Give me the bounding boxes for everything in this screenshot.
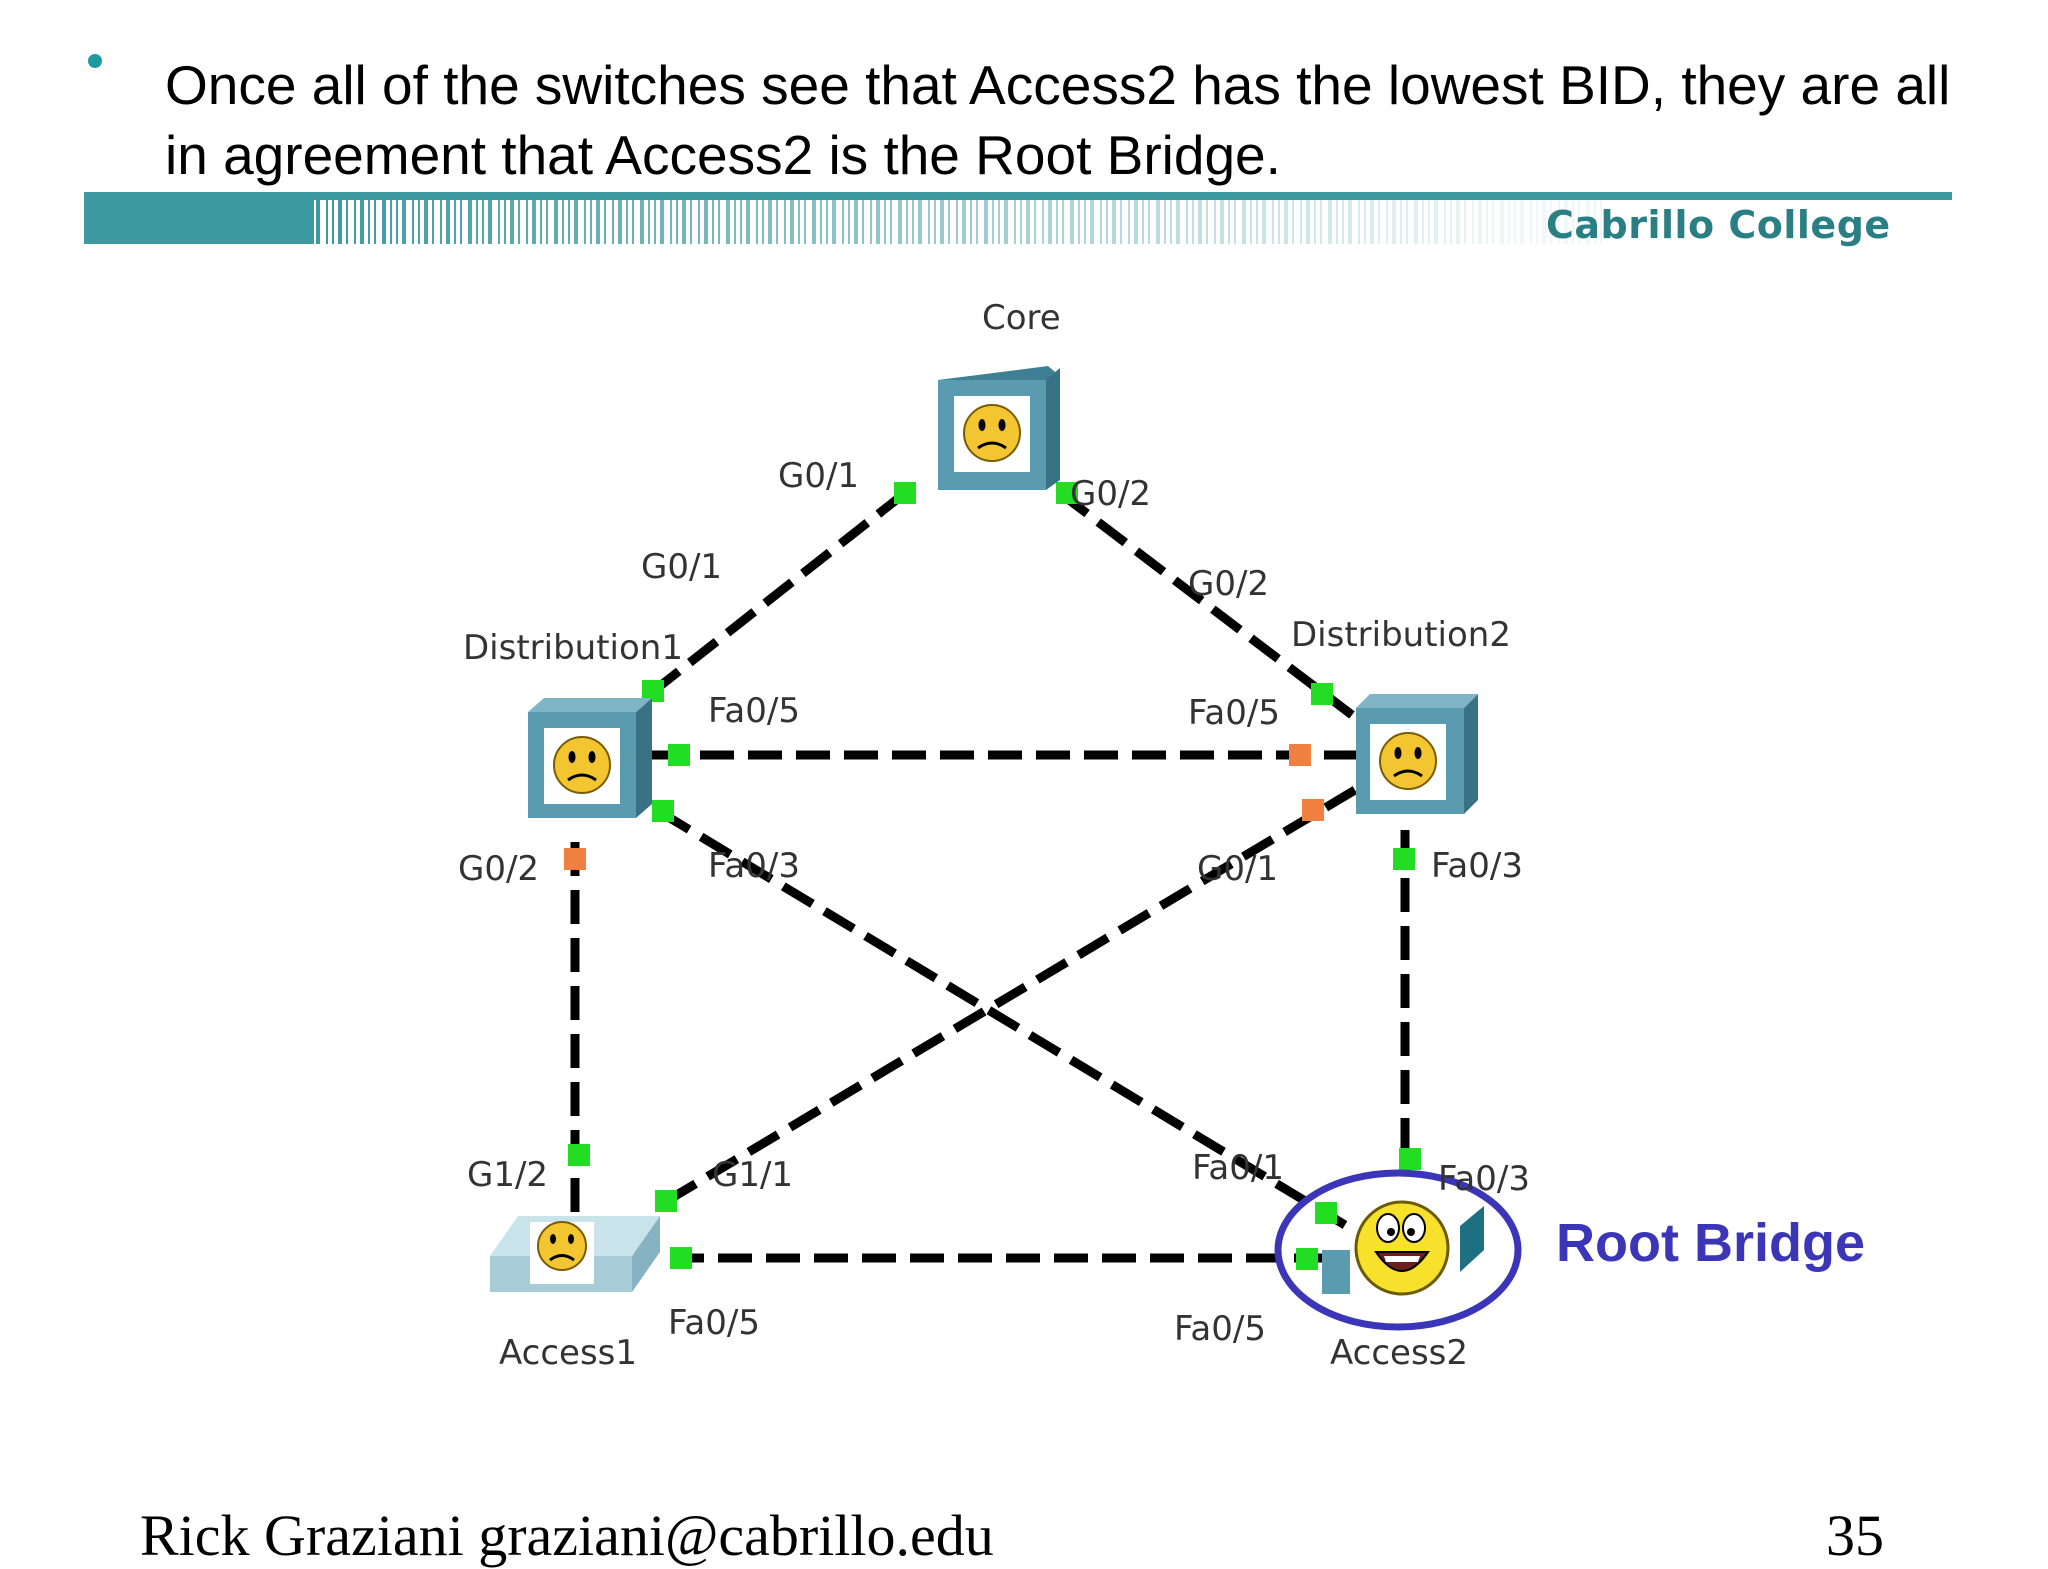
port-core-g01 (894, 482, 916, 504)
port-label-a1-fa05: Fa0/5 (668, 1303, 760, 1343)
port-label-d2-g02: G0/2 (1188, 564, 1269, 604)
port-label-a2-fa05: Fa0/5 (1174, 1309, 1266, 1349)
port-a2-fa03 (1399, 1148, 1421, 1170)
port-label-d1-fa05: Fa0/5 (708, 691, 800, 731)
device-label-core: Core (982, 298, 1061, 338)
root-bridge-highlight (1274, 1169, 1522, 1331)
access1-switch[interactable] (490, 1216, 660, 1292)
port-label-d1-g01: G0/1 (641, 547, 722, 587)
distribution2-switch[interactable] (1356, 694, 1478, 814)
port-label-d2-fa05: Fa0/5 (1188, 693, 1280, 733)
port-d1-fa05 (668, 744, 690, 766)
port-label-a1-g11: G1/1 (712, 1155, 793, 1195)
port-a1-fa05 (670, 1247, 692, 1269)
core-switch[interactable] (938, 366, 1060, 490)
happy-face-icon (1354, 1200, 1450, 1296)
header-banner (84, 192, 1952, 244)
port-d2-fa05 (1289, 744, 1311, 766)
port-d1-g01 (642, 680, 664, 702)
port-label-d1-g02: G0/2 (458, 849, 539, 889)
bullet-text: Once all of the switches see that Access… (165, 54, 1951, 186)
device-label-access1: Access1 (499, 1333, 637, 1373)
port-d2-g01 (1302, 799, 1324, 821)
link-core-d2 (1057, 489, 1355, 719)
college-name: Cabrillo College (1546, 203, 1891, 247)
port-label-core-g02: G0/2 (1070, 474, 1151, 514)
link-d1-access2 (657, 808, 1348, 1229)
access2-switch[interactable] (1322, 1200, 1484, 1296)
sad-face-icon (537, 1221, 587, 1271)
device-label-distribution2: Distribution2 (1291, 615, 1511, 655)
port-label-a1-g12: G1/2 (467, 1155, 548, 1195)
port-label-d2-fa03: Fa0/3 (1431, 846, 1523, 886)
link-core-d1 (652, 489, 908, 694)
root-bridge-label: Root Bridge (1556, 1213, 1865, 1273)
port-d1-g02 (564, 848, 586, 870)
link-d2-access1 (662, 786, 1358, 1206)
port-d1-fa03 (652, 800, 674, 822)
sad-face-icon (553, 736, 611, 794)
port-d2-fa03 (1393, 848, 1415, 870)
network-diagram: Core Distribution1 Distribution2 Access1… (458, 298, 1530, 1373)
port-d2-g02 (1311, 683, 1333, 705)
bullet-dot (88, 54, 102, 68)
port-label-core-g01: G0/1 (778, 456, 859, 496)
device-label-access2: Access2 (1330, 1333, 1468, 1373)
port-label-d1-fa03: Fa0/3 (708, 846, 800, 886)
device-label-distribution1: Distribution1 (463, 628, 683, 668)
port-a1-g11 (655, 1190, 677, 1212)
port-a1-g12 (568, 1144, 590, 1166)
sad-face-icon (963, 404, 1021, 462)
port-core-g02 (1056, 482, 1078, 504)
port-a2-fa01 (1315, 1202, 1337, 1224)
port-label-d2-g01: G0/1 (1197, 849, 1278, 889)
port-a2-fa05 (1296, 1248, 1318, 1270)
port-label-a2-fa03: Fa0/3 (1438, 1159, 1530, 1199)
port-label-a2-fa01: Fa0/1 (1192, 1148, 1284, 1188)
distribution1-switch[interactable] (528, 698, 652, 818)
sad-face-icon (1379, 732, 1437, 790)
